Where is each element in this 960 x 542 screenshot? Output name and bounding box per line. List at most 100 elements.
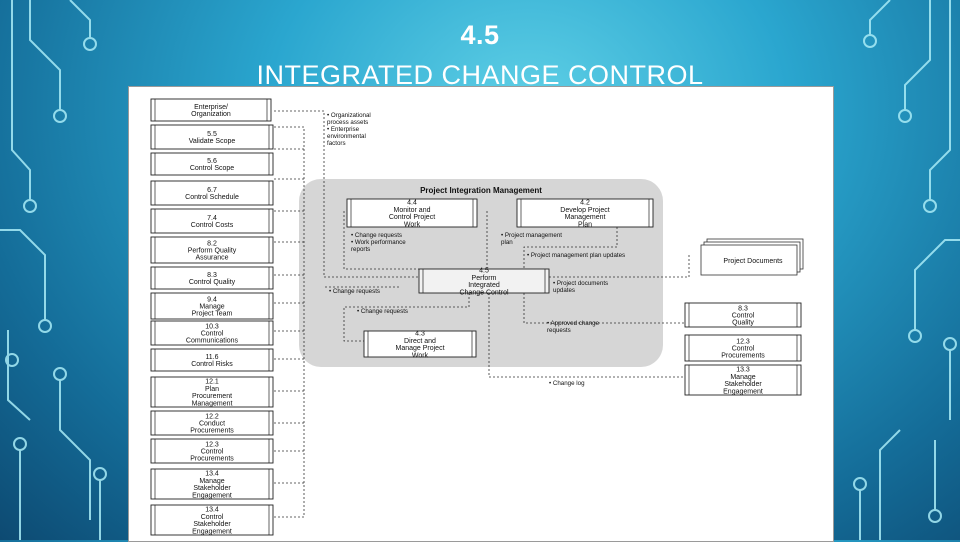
box-develop-plan-line: Management — [565, 214, 606, 221]
box-left-process-line: Stakeholder — [193, 485, 231, 492]
box-left-process-line: Perform Quality — [188, 248, 237, 255]
box-left-process-frame — [150, 266, 274, 290]
diagram-canvas: Project Integration Management Enterpris… — [150, 98, 804, 536]
box-perform-icc-line: Perform — [472, 275, 497, 282]
box-left-process-line: Procurements — [190, 456, 234, 463]
box-left-process-line: Control Scope — [190, 165, 234, 172]
label-eef: • Enterprise — [327, 126, 360, 133]
box-develop-plan-line: Plan — [578, 221, 592, 228]
label-change-requests-left: • Change requests — [329, 288, 380, 295]
box-left-process-line: Management — [192, 400, 233, 407]
box-left-process-frame — [150, 180, 274, 206]
document-page — [700, 244, 798, 276]
box-left-process-line: 9.4 — [207, 296, 217, 303]
label-eef: process assets — [327, 119, 368, 126]
box-left-process-frame — [150, 504, 274, 536]
box-right-process-line: Engagement — [723, 388, 763, 395]
box-left-process-line: Project Team — [192, 311, 233, 318]
label-document-updates: updates — [553, 287, 575, 294]
box-right-process-line: 8.3 — [738, 305, 748, 312]
label-eef: • Organizational — [327, 112, 371, 119]
box-left-process-line: 7.4 — [207, 215, 217, 222]
box-left-process-line: 5.5 — [207, 131, 217, 138]
process-diagram-figure: Project Integration Management Enterpris… — [128, 86, 834, 542]
flow-labels: • Organizational process assets• Enterpr… — [327, 112, 625, 387]
label-change-requests-direct: • Change requests — [357, 308, 408, 315]
project-documents-stack: Project Documents — [700, 238, 804, 276]
box-left-process-line: Validate Scope — [189, 138, 236, 145]
box-left-process-line: Conduct — [199, 421, 225, 428]
box-monitor-control-frame — [346, 198, 478, 228]
box-perform-icc-line: Change Control — [459, 289, 508, 296]
label-document-updates: • Project documents — [553, 280, 608, 287]
box-left-process-line: 13.4 — [205, 471, 219, 478]
box-left-process-line: Procurements — [190, 428, 234, 435]
box-left-process-frame — [150, 208, 274, 234]
box-develop-plan-frame — [516, 198, 654, 228]
box-left-process-line: 12.3 — [205, 441, 219, 448]
box-left-process-line: 8.2 — [207, 240, 217, 247]
box-right-process-line: Stakeholder — [724, 381, 762, 388]
box-left-process-line: 10.3 — [205, 323, 219, 330]
box-left-process-line: Stakeholder — [193, 521, 231, 528]
box-right-process-frame — [684, 334, 802, 362]
box-left-process-line: Communications — [186, 338, 239, 345]
box-left-process-line: Assurance — [195, 255, 228, 262]
label-approved-change: • Approved change — [547, 320, 600, 327]
box-right-process-frame — [684, 364, 802, 396]
box-left-process-frame — [150, 124, 274, 150]
box-left-process-line: Control — [201, 449, 224, 456]
label-plan-input: plan — [501, 239, 513, 246]
box-monitor-control-line: Work — [404, 221, 421, 228]
box-left-process-line: Control — [201, 514, 224, 521]
box-right-process-line: 13.3 — [736, 367, 750, 374]
label-monitor-outputs: • Change requests — [351, 232, 402, 239]
label-monitor-outputs: • Work performance — [351, 239, 406, 246]
box-perform-icc-line: 4.5 — [479, 268, 489, 275]
box-direct-manage-line: Manage Project — [395, 345, 444, 352]
box-monitor-control-line: Control Project — [389, 214, 435, 221]
box-left-process-line: 8.3 — [207, 272, 217, 279]
box-direct-manage-line: 4.3 — [415, 331, 425, 338]
label-eef: environmental — [327, 133, 366, 140]
box-left-process-line: 5.6 — [207, 158, 217, 165]
box-left-process-line: Procurement — [192, 393, 232, 400]
box-left-process-frame — [150, 438, 274, 464]
label-monitor-outputs: reports — [351, 246, 370, 253]
box-perform-icc-frame — [418, 268, 550, 294]
box-left-process-line: Engagement — [192, 492, 232, 499]
box-left-process-line: Control Costs — [191, 222, 234, 229]
box-left-process-line: Control Quality — [189, 279, 236, 286]
label-plan-updates: • Project management plan updates — [527, 252, 625, 259]
box-direct-manage-line: Work — [412, 352, 429, 359]
box-left-process-frame — [150, 236, 274, 264]
box-right-process-line: Quality — [732, 320, 754, 327]
integration-region-title: Project Integration Management — [420, 186, 542, 195]
box-right-process-frame — [684, 302, 802, 328]
project-documents-label: Project Documents — [723, 258, 783, 265]
box-left-process-line: 11.6 — [205, 354, 218, 361]
label-approved-change: requests — [547, 327, 571, 334]
box-left-process-line: 12.2 — [205, 413, 219, 420]
box-enterprise-organization: Enterprise/Organization — [150, 98, 272, 122]
box-right-process-line: Control — [732, 313, 755, 320]
box-left-process-frame — [150, 348, 274, 372]
box-left-process-line: Manage — [199, 478, 224, 485]
